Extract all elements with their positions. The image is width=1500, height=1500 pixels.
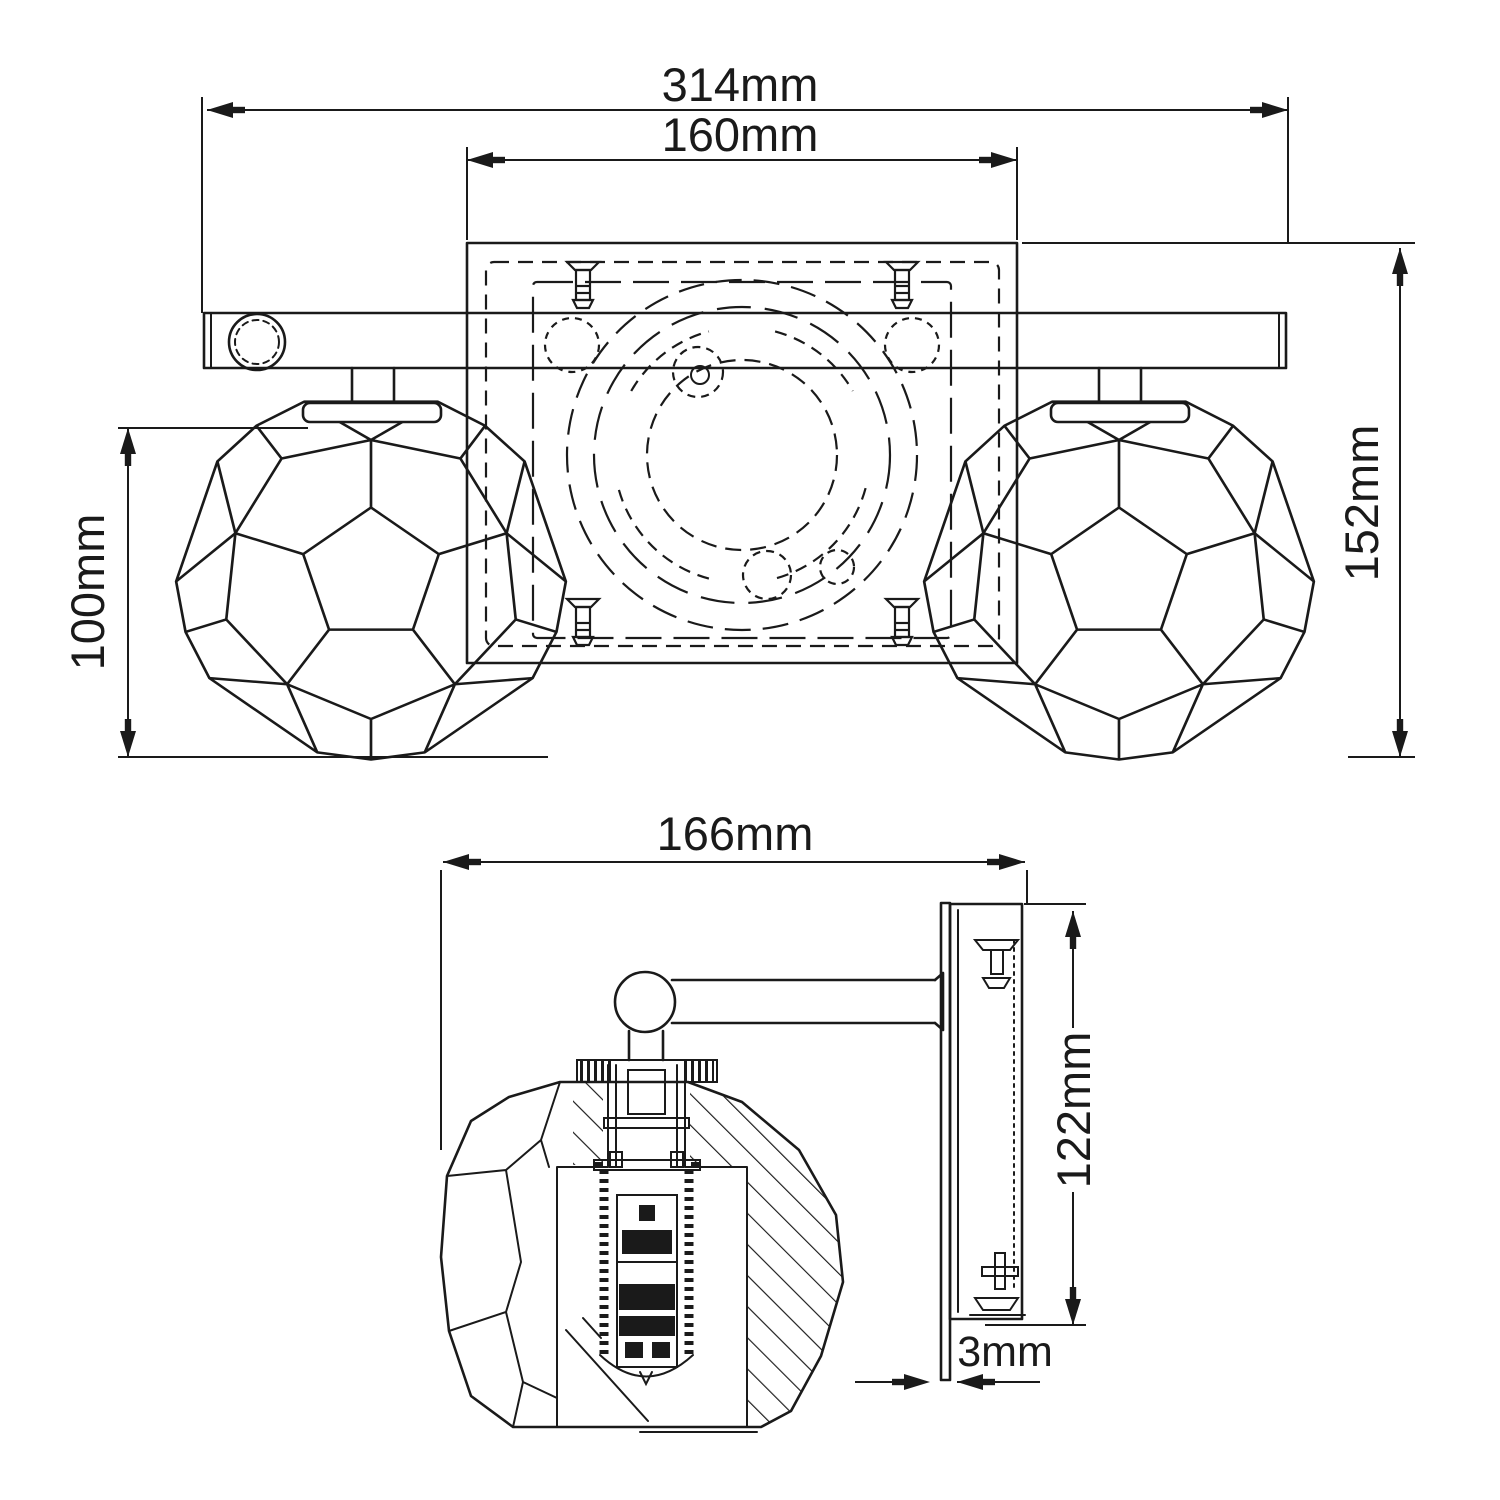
shade-section-outline bbox=[439, 1080, 845, 1433]
right-stem bbox=[1049, 366, 1191, 424]
dim-label-fixture-height: 152mm bbox=[1335, 425, 1388, 582]
shade-section-hatching bbox=[573, 1082, 843, 1427]
mounting-ring-detail bbox=[565, 278, 919, 632]
bracket-screw bbox=[884, 260, 920, 310]
right-shade-globe bbox=[922, 400, 1316, 761]
left-stem bbox=[301, 366, 443, 424]
dimension-fixture-height: 152mm bbox=[1022, 242, 1415, 758]
canopy bbox=[948, 902, 1026, 1321]
dim-label-shade-height: 100mm bbox=[61, 514, 114, 671]
dim-label-backplate-width: 160mm bbox=[662, 108, 819, 161]
dimension-backplate-height: 122mm bbox=[985, 903, 1100, 1326]
backplate bbox=[465, 241, 1019, 665]
side-view: 166mm 122mm 3mm bbox=[439, 807, 1100, 1433]
mounting-bar bbox=[202, 311, 1288, 372]
dimension-overall-width: 314mm bbox=[201, 58, 1289, 313]
front-view: 314mm 160mm 100mm 152mm bbox=[61, 58, 1415, 761]
arm bbox=[670, 971, 945, 1032]
dimension-shade-height: 100mm bbox=[61, 427, 548, 758]
ball-joint bbox=[613, 970, 677, 1034]
end-knob bbox=[227, 312, 287, 372]
dimension-projection-depth: 166mm bbox=[440, 807, 1028, 1150]
lamp-socket-section bbox=[593, 1064, 701, 1387]
dimension-backplate-width: 160mm bbox=[466, 108, 1018, 240]
canopy-screw-top bbox=[972, 939, 1021, 989]
shade-retaining-nut bbox=[576, 1059, 718, 1083]
bracket-screw bbox=[565, 260, 601, 310]
left-shade-globe bbox=[174, 400, 568, 761]
canopy-screw-bottom bbox=[969, 1252, 1026, 1316]
wall-plate bbox=[939, 901, 952, 1382]
dim-label-projection-depth: 166mm bbox=[657, 807, 814, 860]
dim-label-backplate-height: 122mm bbox=[1047, 1032, 1100, 1189]
dimension-plate-thickness: 3mm bbox=[855, 1328, 1053, 1390]
dim-label-plate-thickness: 3mm bbox=[957, 1328, 1053, 1376]
dim-label-overall-width: 314mm bbox=[662, 58, 819, 111]
stem-side bbox=[627, 1029, 665, 1062]
